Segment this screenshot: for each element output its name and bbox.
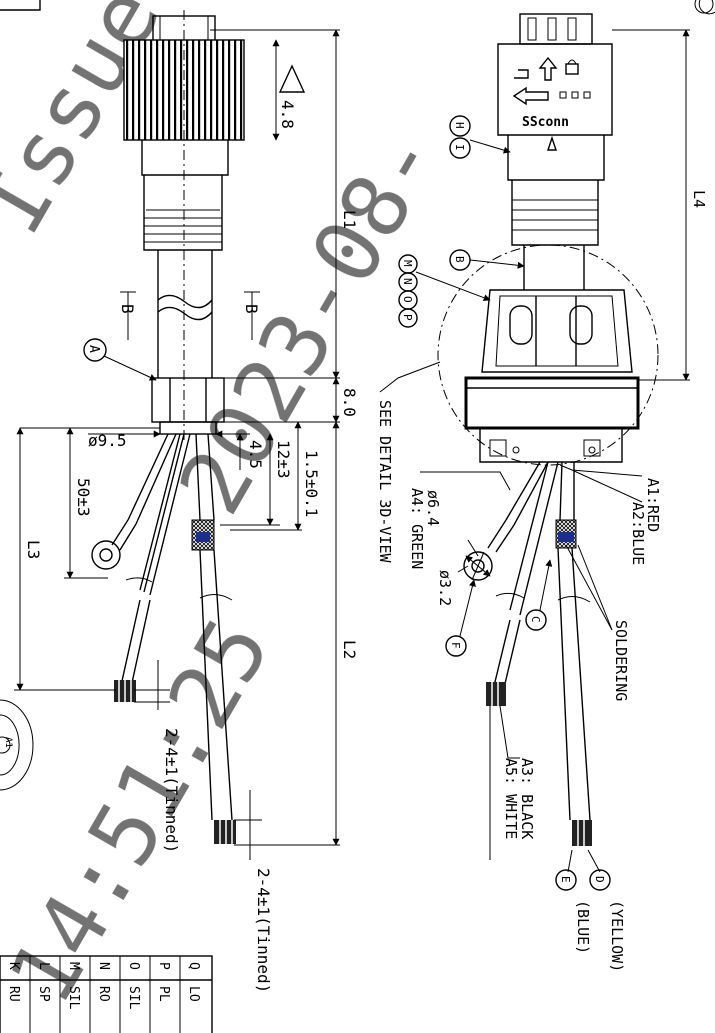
right-texts: L4 SEE DETAIL 3D-VIEW ø6.4 A4: GREEN ø3.… (376, 190, 708, 972)
label-a1: A1:RED (644, 478, 662, 532)
dim-cable-dia: ø9.5 (88, 431, 127, 450)
svg-text:14:51:25: 14:51:25 (0, 602, 290, 1021)
dim-strip-4-5: 4.5 (246, 440, 265, 469)
right-view-connector: SSconn (437, 13, 659, 466)
label-blue: (BLUE) (574, 900, 592, 954)
dim-strip-12: 12±3 (274, 440, 293, 479)
label-a2: A2:BLUE (629, 502, 647, 565)
table-code-cell: O (126, 962, 141, 970)
right-callouts: H I B M N O P C F D E A1 (3, 0, 714, 891)
table-code-cell: N (96, 962, 111, 970)
table-code-cell: M (66, 962, 81, 970)
svg-text:D: D (593, 876, 606, 883)
svg-text:I: I (453, 144, 466, 151)
dim-thread: 4.8 (278, 100, 297, 129)
table-code-cell: L (36, 962, 51, 970)
dim-nut-length: 8.0 (340, 388, 359, 417)
svg-text:M: M (401, 260, 414, 267)
ring-inner-dia: ø3.2 (436, 570, 454, 606)
legend-table: K RU L SP M SIL N RO O SIL P PL Q LO (0, 955, 213, 1033)
label-a4: A4: GREEN (408, 488, 426, 569)
svg-text:F: F (449, 642, 462, 649)
table-name-cell: RO (96, 986, 111, 1002)
left-dimensions (14, 29, 340, 860)
table-code-cell: K (6, 962, 21, 970)
table-name-cell: RU (6, 986, 21, 1002)
see-detail-label: SEE DETAIL 3D-VIEW (376, 400, 394, 564)
dim-l2: L2 (340, 640, 359, 659)
svg-text:B: B (453, 256, 466, 263)
label-yellow: (YELLOW) (608, 900, 626, 972)
callout-a: A (83, 338, 157, 381)
dim-strip-1-5: 1.5±0.1 (302, 450, 321, 517)
dim-tinned-left: 2-4±1(Tinned) (162, 728, 181, 853)
right-wires (463, 461, 592, 846)
right-leaders (379, 29, 690, 873)
table-name-cell: SIL (66, 986, 81, 1010)
svg-text:O: O (401, 296, 414, 303)
table-name-cell: SIL (126, 986, 141, 1010)
left-wires (91, 433, 236, 844)
dim-l3: L3 (24, 540, 43, 559)
left-dimension-texts: 4.8 L1 8.0 L2 ø9.5 4.5 12±3 1.5±0.1 50±3… (24, 100, 359, 993)
label-a3: A3: BLACK (518, 758, 536, 839)
dim-l4: L4 (690, 190, 708, 208)
dim-tinned-right: 2-4±1(Tinned) (254, 868, 273, 993)
svg-text:P: P (401, 314, 414, 321)
svg-text:N: N (401, 278, 414, 285)
svg-text:E: E (559, 876, 572, 883)
dim-branch-50: 50±3 (74, 478, 93, 517)
table-name-cell: SP (36, 986, 51, 1002)
svg-text:A: A (86, 345, 101, 353)
svg-text:A1: A1 (3, 737, 13, 748)
table-code-cell: Q (186, 962, 201, 970)
frame-fragments (0, 0, 715, 791)
svg-text:H: H (453, 122, 466, 129)
left-view-connector (120, 10, 260, 440)
svg-text:C: C (529, 616, 542, 623)
section-mark-left: B (118, 304, 137, 314)
section-mark-right: B (242, 304, 261, 314)
table-code-cell: P (156, 962, 171, 970)
label-soldering: SOLDERING (612, 620, 630, 701)
brand-logo: SSconn (522, 115, 569, 130)
table-name-cell: PL (156, 986, 171, 1002)
label-a5: A5: WHITE (502, 758, 520, 839)
ring-outer-dia: ø6.4 (424, 490, 442, 526)
table-name-cell: LO (186, 986, 201, 1002)
dim-l1: L1 (340, 210, 359, 229)
